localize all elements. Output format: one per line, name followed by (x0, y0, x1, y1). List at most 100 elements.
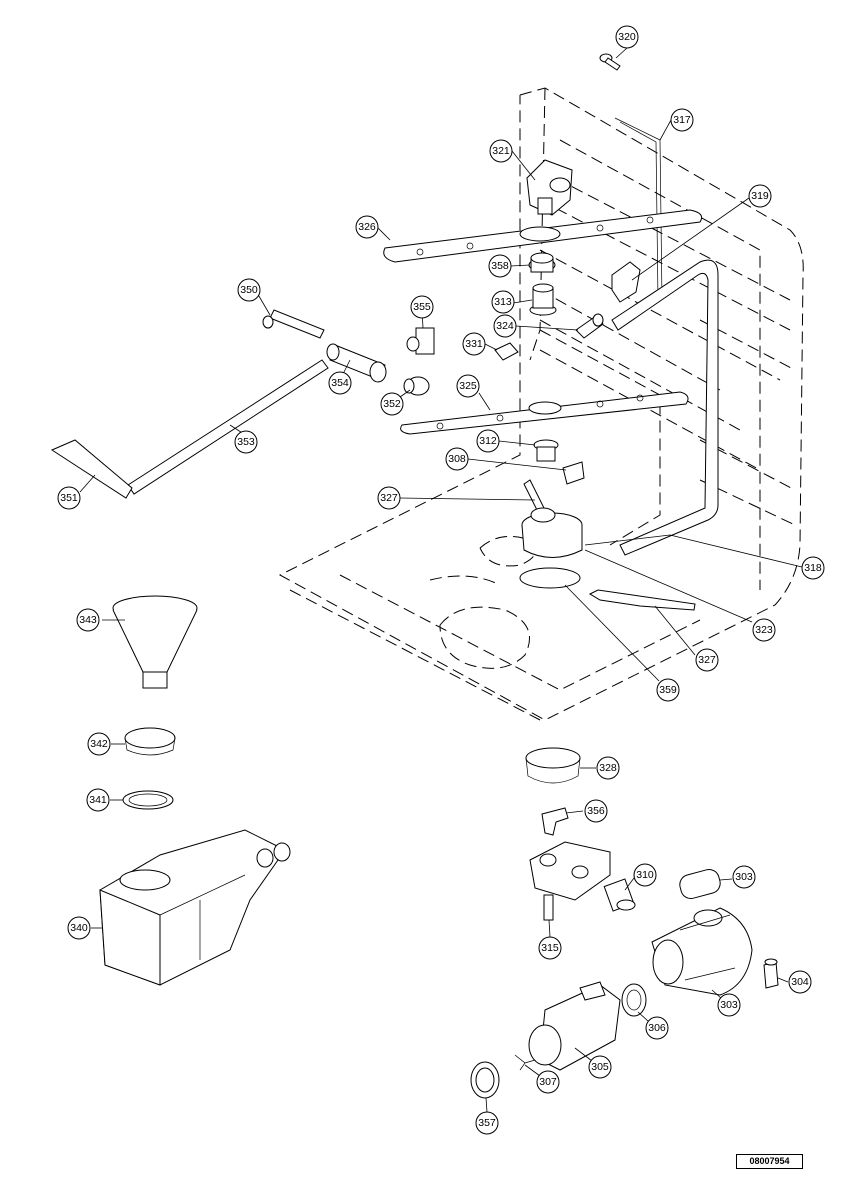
svg-text:318: 318 (804, 562, 822, 574)
callout-303-motor: 303 (717, 993, 741, 1017)
svg-text:317: 317 (673, 114, 691, 126)
callout-307: 307 (536, 1070, 560, 1094)
callout-324: 324 (493, 314, 517, 338)
callout-317: 317 (670, 108, 694, 132)
part-306-seal (621, 983, 647, 1017)
part-325-lower-spray-arm (400, 391, 689, 435)
part-319-clip (611, 261, 641, 303)
callout-310: 310 (633, 863, 657, 887)
svg-text:310: 310 (636, 869, 654, 881)
callout-351: 351 (57, 486, 81, 510)
svg-text:331: 331 (465, 338, 483, 350)
callouts: 320 317 321 319 326 358 350 355 313 324 … (57, 25, 825, 1135)
svg-text:325: 325 (459, 380, 477, 392)
part-340-water-softener (99, 829, 291, 986)
part-324-fitting (575, 313, 604, 339)
callout-313: 313 (491, 290, 515, 314)
part-315-manifold (529, 841, 611, 921)
tub-outline (278, 87, 804, 721)
svg-text:303: 303 (735, 871, 753, 883)
callout-352: 352 (380, 392, 404, 416)
callout-343: 343 (76, 608, 100, 632)
callout-323: 323 (752, 618, 776, 642)
svg-text:319: 319 (751, 190, 769, 202)
svg-text:354: 354 (331, 377, 349, 389)
svg-text:357: 357 (478, 1117, 496, 1129)
part-353-tube (127, 359, 329, 495)
document-number: 08007954 (736, 1154, 803, 1169)
part-356-lever (541, 807, 569, 836)
callout-305: 305 (588, 1055, 612, 1079)
part-308-cap (562, 461, 585, 485)
part-326-upper-spray-arm (383, 209, 703, 263)
svg-text:308: 308 (448, 453, 466, 465)
part-327-sump (521, 479, 583, 558)
callout-355: 355 (410, 295, 434, 319)
svg-text:315: 315 (541, 942, 559, 954)
callout-342: 342 (87, 732, 111, 756)
part-354-connector (326, 343, 387, 383)
part-331-clip (494, 342, 519, 361)
svg-text:328: 328 (599, 762, 617, 774)
callout-353: 353 (234, 430, 258, 454)
part-351-spray-head (50, 439, 133, 499)
callout-359: 359 (656, 678, 680, 702)
callout-320: 320 (615, 25, 639, 49)
svg-text:320: 320 (618, 31, 636, 43)
part-320-fitting (599, 53, 621, 71)
callout-326: 326 (355, 215, 379, 239)
part-343-funnel (112, 595, 198, 689)
svg-text:353: 353 (237, 436, 255, 448)
svg-text:351: 351 (60, 492, 78, 504)
svg-text:304: 304 (791, 976, 809, 988)
part-350-end (262, 315, 274, 329)
callout-357: 357 (475, 1111, 499, 1135)
callout-312: 312 (476, 429, 500, 453)
svg-text:342: 342 (90, 738, 108, 750)
part-304-valve (763, 958, 779, 989)
callout-306: 306 (645, 1016, 669, 1040)
svg-text:307: 307 (539, 1076, 557, 1088)
svg-text:306: 306 (648, 1022, 666, 1034)
svg-text:303: 303 (720, 999, 738, 1011)
part-303-capacitor (679, 868, 721, 900)
svg-text:340: 340 (70, 922, 88, 934)
svg-text:358: 358 (491, 260, 509, 272)
parts (50, 53, 779, 1099)
callout-356: 356 (584, 799, 608, 823)
callout-327-upper: 327 (377, 486, 401, 510)
svg-text:341: 341 (89, 794, 107, 806)
svg-text:326: 326 (358, 221, 376, 233)
svg-text:312: 312 (479, 435, 497, 447)
part-341-ring (122, 790, 174, 810)
svg-text:356: 356 (587, 805, 605, 817)
part-305-heater (528, 981, 621, 1071)
svg-text:350: 350 (240, 284, 258, 296)
callout-315: 315 (538, 936, 562, 960)
callout-318: 318 (801, 556, 825, 580)
svg-text:305: 305 (591, 1061, 609, 1073)
part-355-connector (406, 327, 435, 355)
part-359-seal (519, 567, 581, 589)
svg-text:355: 355 (413, 301, 431, 313)
part-328-ring (525, 747, 581, 784)
callout-325: 325 (456, 374, 480, 398)
part-342-lid (124, 727, 176, 756)
callout-303-capacitor: 303 (732, 865, 756, 889)
callout-327-lower: 327 (695, 648, 719, 672)
callout-319: 319 (748, 184, 772, 208)
part-352-cap (403, 376, 430, 396)
part-307-clamp (514, 1054, 536, 1071)
svg-text:327: 327 (380, 492, 398, 504)
svg-text:324: 324 (496, 320, 514, 332)
part-327-hose (588, 589, 696, 611)
callout-328: 328 (596, 756, 620, 780)
svg-text:321: 321 (492, 145, 510, 157)
callout-358: 358 (488, 254, 512, 278)
leader-lines (79, 47, 803, 1113)
svg-text:359: 359 (659, 684, 677, 696)
part-313-bearing (529, 283, 557, 316)
part-350-pipe (269, 309, 325, 339)
part-321-connector (526, 159, 573, 216)
